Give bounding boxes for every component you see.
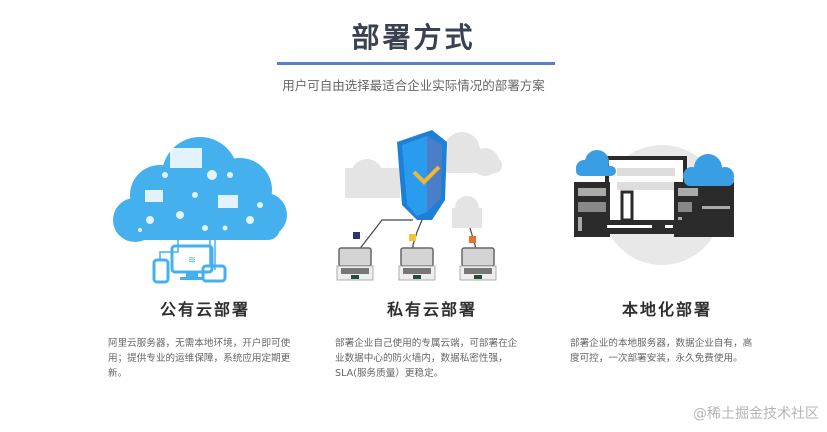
page-subtitle: 用户可自由选择最适合企业实际情况的部署方案 [282, 78, 545, 93]
card-local-deploy: 本地化部署 部署企业的本地服务器，数据企业自有，高度可控，一次部署安装，永久免费… [562, 120, 772, 364]
svg-text:≋: ≋ [188, 255, 196, 266]
card-description: 部署企业的本地服务器，数据企业自有，高度可控，一次部署安装，永久免费使用。 [570, 338, 753, 364]
cloud-devices-icon: ≋ [100, 120, 310, 290]
card-public-cloud: ≋ 公有云部署 阿里云服务器，无需本地环境，开户即可使用；提供专业的运维保障，系… [100, 120, 310, 379]
shield-network-icon [327, 120, 537, 290]
card-private-cloud: 私有云部署 部署企业自己使用的专属云端，可部署在企业数据中心的防火墙内，数据私密… [327, 120, 537, 379]
server-cloud-icon [562, 120, 772, 290]
watermark: @稀土掘金技术社区 [693, 406, 819, 422]
card-heading: 私有云部署 [386, 300, 477, 319]
title-divider [277, 62, 555, 65]
page-title: 部署方式 [351, 21, 476, 54]
card-heading: 公有云部署 [159, 300, 250, 319]
card-description: 阿里云服务器，无需本地环境，开户即可使用；提供专业的运维保障，系统应用定期更新。 [108, 338, 291, 379]
card-description: 部署企业自己使用的专属云端，可部署在企业数据中心的防火墙内，数据私密性强，SLA… [335, 338, 518, 379]
card-heading: 本地化部署 [621, 300, 712, 319]
